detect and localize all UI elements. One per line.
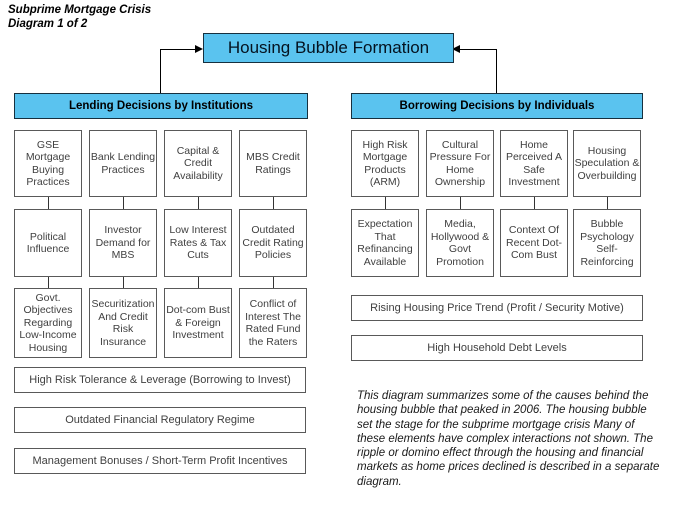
box-high-risk-tolerance-leverage: High Risk Tolerance & Leverage (Borrowin… — [14, 367, 306, 393]
box-capital-credit-availability: Capital & Credit Availability — [164, 130, 232, 197]
lending-decisions-header-box: Lending Decisions by Institutions — [14, 93, 308, 119]
connector-tick — [48, 277, 49, 289]
connector-tick — [460, 197, 461, 209]
connector-tick — [273, 197, 274, 209]
box-context-recent-dot-com-bust: Context Of Recent Dot-Com Bust — [500, 209, 568, 277]
box-mbs-credit-ratings: MBS Credit Ratings — [239, 130, 307, 197]
connector-tick — [198, 197, 199, 209]
connector-tick — [273, 277, 274, 289]
box-investor-demand-for-mbs: Investor Demand for MBS — [89, 209, 157, 277]
document-title-line2: Diagram 1 of 2 — [8, 17, 88, 30]
box-outdated-financial-regulatory-regime: Outdated Financial Regulatory Regime — [14, 407, 306, 433]
summary-note: This diagram summarizes some of the caus… — [357, 390, 660, 488]
box-rising-housing-price-trend: Rising Housing Price Trend (Profit / Sec… — [351, 295, 643, 321]
connector-tick — [123, 197, 124, 209]
borrowing-decisions-header-box: Borrowing Decisions by Individuals — [351, 93, 643, 119]
arrowhead-left-icon — [195, 45, 203, 53]
connector-tick — [534, 197, 535, 209]
housing-bubble-formation-box: Housing Bubble Formation — [203, 33, 454, 63]
document-title: Subprime Mortgage Crisis Diagram 1 of 2 — [8, 4, 151, 31]
box-dot-com-bust-foreign-investment: Dot-com Bust & Foreign Investment — [164, 288, 232, 358]
box-conflict-of-interest-raters: Conflict of Interest The Rated Fund the … — [239, 288, 307, 358]
box-gse-mortgage-buying-practices: GSE Mortgage Buying Practices — [14, 130, 82, 197]
document-title-line1: Subprime Mortgage Crisis — [8, 4, 152, 16]
connector-tick — [607, 197, 608, 209]
box-bank-lending-practices: Bank Lending Practices — [89, 130, 157, 197]
box-home-perceived-safe-investment: Home Perceived A Safe Investment — [500, 130, 568, 197]
box-outdated-credit-rating-policies: Outdated Credit Rating Policies — [239, 209, 307, 277]
box-bubble-psychology-self-reinforcing: Bubble Psychology Self-Reinforcing — [573, 209, 641, 277]
connector-lending-vertical — [160, 49, 161, 93]
box-political-influence: Political Influence — [14, 209, 82, 277]
box-low-interest-rates-tax-cuts: Low Interest Rates & Tax Cuts — [164, 209, 232, 277]
box-management-bonuses-incentives: Management Bonuses / Short-Term Profit I… — [14, 448, 306, 474]
connector-tick — [123, 277, 124, 289]
connector-tick — [385, 197, 386, 209]
box-cultural-pressure-home-ownership: Cultural Pressure For Home Ownership — [426, 130, 494, 197]
box-housing-speculation-overbuilding: Housing Speculation & Overbuilding — [573, 130, 641, 197]
connector-borrowing-horizontal — [460, 49, 497, 50]
connector-tick — [198, 277, 199, 289]
box-high-household-debt-levels: High Household Debt Levels — [351, 335, 643, 361]
box-expectation-refinancing-available: Expectation That Refinancing Available — [351, 209, 419, 277]
connector-lending-horizontal — [160, 49, 196, 50]
connector-borrowing-vertical — [496, 49, 497, 93]
connector-tick — [48, 197, 49, 209]
box-securitization-credit-risk-insurance: Securitization And Credit Risk Insurance — [89, 288, 157, 358]
box-high-risk-mortgage-products-arm: High Risk Mortgage Products (ARM) — [351, 130, 419, 197]
arrowhead-right-icon — [452, 45, 460, 53]
box-media-hollywood-govt-promotion: Media, Hollywood & Govt Promotion — [426, 209, 494, 277]
box-govt-objectives-low-income-housing: Govt. Objectives Regarding Low-Income Ho… — [14, 288, 82, 358]
